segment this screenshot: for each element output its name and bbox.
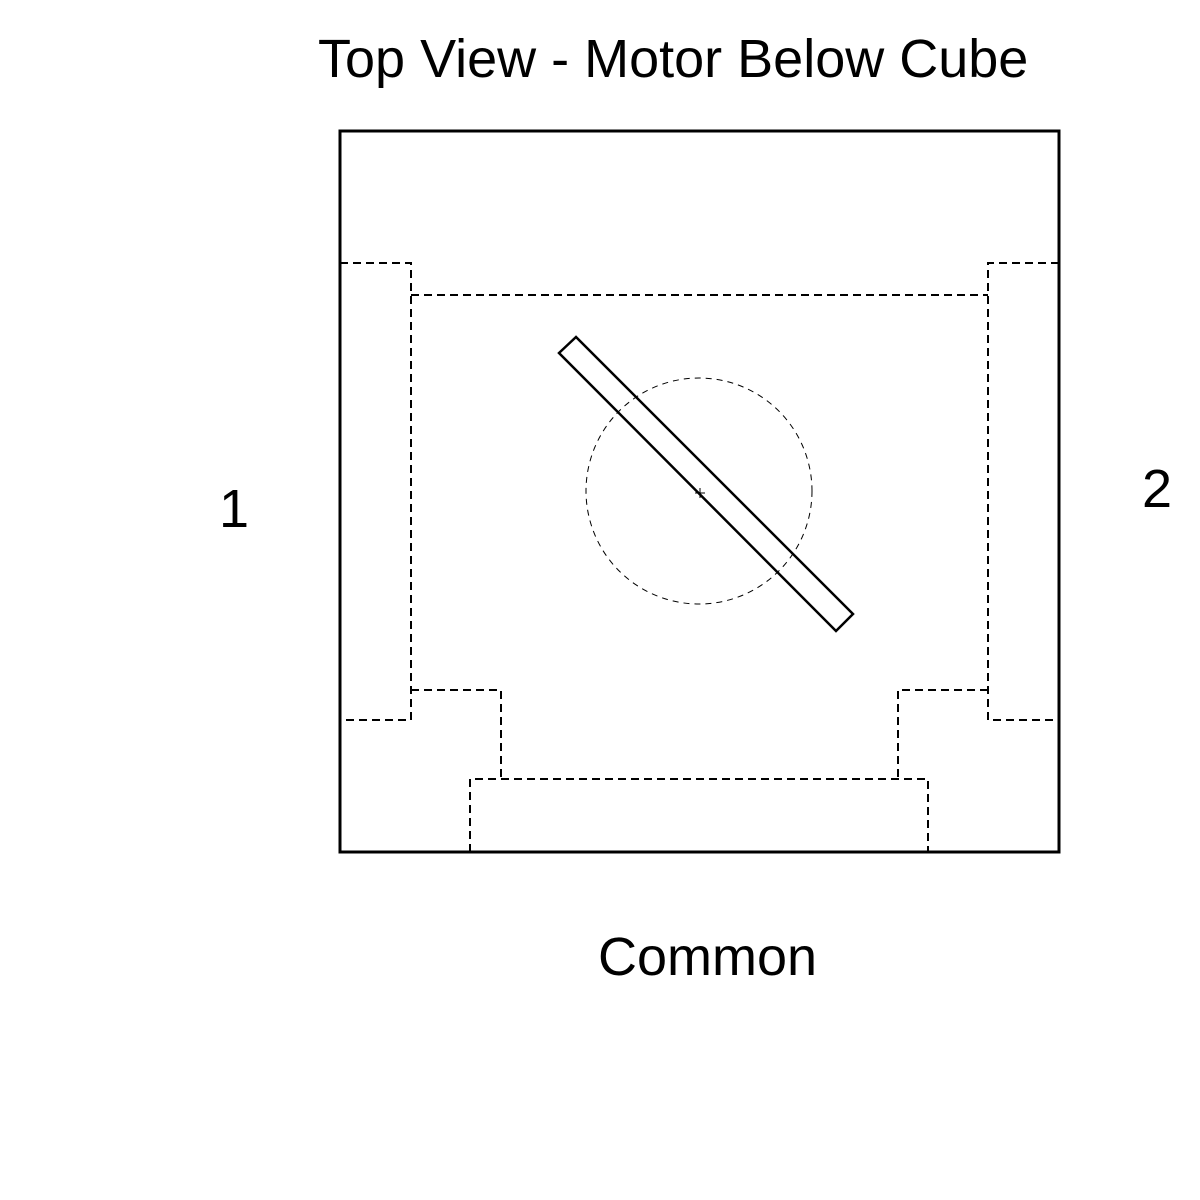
right-magnet-hidden (987, 262, 1059, 721)
center-mark (695, 488, 705, 498)
diagram-title: Top View - Motor Below Cube (318, 29, 1029, 89)
cube-outline (338, 129, 1061, 854)
label-common: Common (598, 927, 818, 987)
left-magnet-hidden (340, 262, 412, 721)
common-magnet-hidden (469, 778, 929, 852)
label-coil-2: 2 (1142, 459, 1173, 519)
label-coil-1: 1 (219, 479, 250, 539)
bottom-right-step-hidden (897, 689, 988, 779)
motor-outline-hidden (585, 377, 813, 605)
rotor-bar (557, 335, 855, 633)
bottom-left-step-hidden (411, 689, 502, 779)
